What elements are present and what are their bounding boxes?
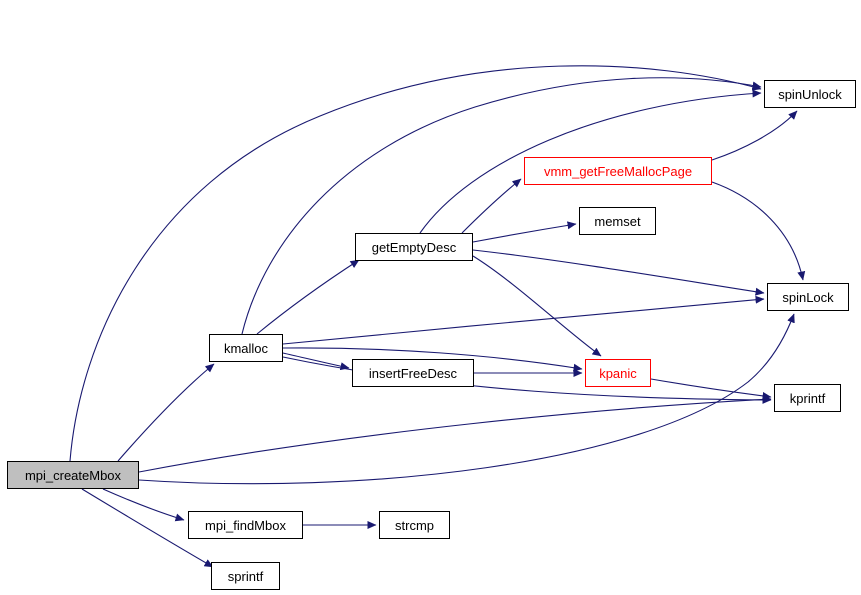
edge-kmalloc-to-kpanic	[282, 347, 583, 372]
node-kprintf[interactable]: kprintf	[774, 384, 841, 412]
node-mpi_findMbox[interactable]: mpi_findMbox	[188, 511, 303, 539]
edge-mpi_createMbox-to-spinLock	[138, 313, 795, 485]
edge-mpi_createMbox-to-kmalloc	[117, 363, 215, 462]
edge-getEmptyDesc-to-vmm_getFreeMallocPage	[461, 178, 522, 234]
edge-mpi_createMbox-to-kprintf	[138, 395, 772, 473]
node-spinLock[interactable]: spinLock	[767, 283, 849, 311]
node-vmm_getFreeMallocPage[interactable]: vmm_getFreeMallocPage	[524, 157, 712, 185]
node-memset[interactable]: memset	[579, 207, 656, 235]
node-sprintf[interactable]: sprintf	[211, 562, 280, 590]
edge-getEmptyDesc-to-memset	[472, 221, 577, 243]
edge-kmalloc-to-insertFreeDesc	[282, 352, 350, 371]
edge-kmalloc-to-spinLock	[282, 295, 765, 345]
edge-getEmptyDesc-to-spinUnlock	[419, 89, 762, 234]
node-getEmptyDesc[interactable]: getEmptyDesc	[355, 233, 473, 261]
edge-kmalloc-to-getEmptyDesc	[256, 259, 360, 335]
edge-kmalloc-to-spinUnlock	[241, 77, 762, 335]
node-insertFreeDesc[interactable]: insertFreeDesc	[352, 359, 474, 387]
edge-vmm_getFreeMallocPage-to-spinUnlock	[711, 110, 798, 161]
edge-kpanic-to-kprintf	[650, 378, 772, 400]
edge-getEmptyDesc-to-kpanic	[472, 255, 602, 357]
edge-getEmptyDesc-to-spinLock	[472, 249, 765, 296]
edge-mpi_createMbox-to-mpi_findMbox	[102, 488, 185, 522]
node-mpi_createMbox[interactable]: mpi_createMbox	[7, 461, 139, 489]
node-kpanic[interactable]: kpanic	[585, 359, 651, 387]
edge-mpi_createMbox-to-sprintf	[81, 488, 214, 568]
edge-mpi_createMbox-to-spinUnlock	[69, 65, 762, 462]
edge-vmm_getFreeMallocPage-to-spinLock	[711, 181, 806, 281]
node-kmalloc[interactable]: kmalloc	[209, 334, 283, 362]
node-spinUnlock[interactable]: spinUnlock	[764, 80, 856, 108]
node-strcmp[interactable]: strcmp	[379, 511, 450, 539]
